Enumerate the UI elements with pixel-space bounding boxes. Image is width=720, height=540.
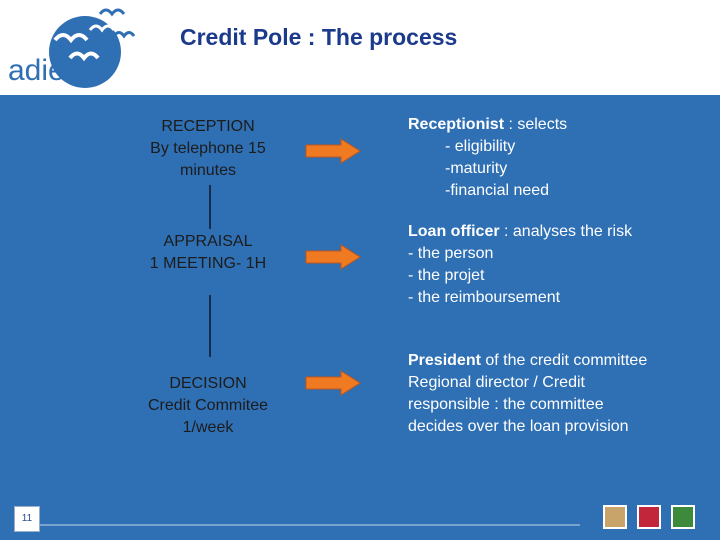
footer-divider bbox=[30, 524, 580, 526]
stage-decision: DECISION Credit Commitee 1/week bbox=[133, 373, 283, 439]
stage-title: DECISION bbox=[169, 375, 247, 392]
stage-detail: By telephone 15 bbox=[150, 140, 266, 157]
logo-text: adie bbox=[8, 54, 65, 87]
stage-detail: 1 MEETING- 1H bbox=[149, 255, 267, 272]
description-heading: Loan officer : analyses the risk bbox=[408, 223, 633, 240]
description-heading: President of the credit committee bbox=[408, 352, 648, 369]
description-item: Regional director / Credit bbox=[408, 374, 585, 391]
person-photo-icon bbox=[671, 505, 695, 529]
right-arrow-icon bbox=[305, 244, 361, 270]
description-item: - the projet bbox=[408, 267, 485, 284]
person-photo-icon bbox=[637, 505, 661, 529]
description-heading: Receptionist : selects bbox=[408, 116, 568, 133]
stage-detail: 1/week bbox=[182, 419, 234, 436]
description-item: - the reimboursement bbox=[408, 289, 561, 306]
stage-detail: Credit Commitee bbox=[147, 397, 269, 414]
right-arrow-icon bbox=[305, 138, 361, 164]
description-loan-officer: Loan officer : analyses the risk - the p… bbox=[408, 221, 632, 309]
description-item: decides over the loan provision bbox=[408, 418, 629, 435]
stage-title: APPRAISAL bbox=[163, 233, 253, 250]
person-photo-icon bbox=[603, 505, 627, 529]
right-arrow-icon bbox=[305, 370, 361, 396]
stage-appraisal: APPRAISAL 1 MEETING- 1H bbox=[133, 231, 283, 275]
adie-logo-icon: adie bbox=[8, 8, 136, 88]
description-item: -maturity bbox=[445, 160, 508, 177]
stage-detail: minutes bbox=[179, 162, 237, 179]
description-item: responsible : the committee bbox=[408, 396, 604, 413]
connector-line bbox=[209, 185, 211, 229]
stage-title: RECEPTION bbox=[161, 118, 255, 135]
connector-line bbox=[209, 295, 211, 357]
description-item: - the person bbox=[408, 245, 494, 262]
description-receptionist: Receptionist : selects - eligibility -ma… bbox=[408, 114, 567, 202]
stage-reception: RECEPTION By telephone 15 minutes bbox=[133, 116, 283, 182]
page-title: Credit Pole : The process bbox=[180, 24, 458, 50]
page-number: 11 bbox=[14, 506, 40, 532]
description-item: -financial need bbox=[445, 182, 550, 199]
description-item: - eligibility bbox=[445, 138, 516, 155]
description-president: President of the credit committee Region… bbox=[408, 350, 647, 438]
